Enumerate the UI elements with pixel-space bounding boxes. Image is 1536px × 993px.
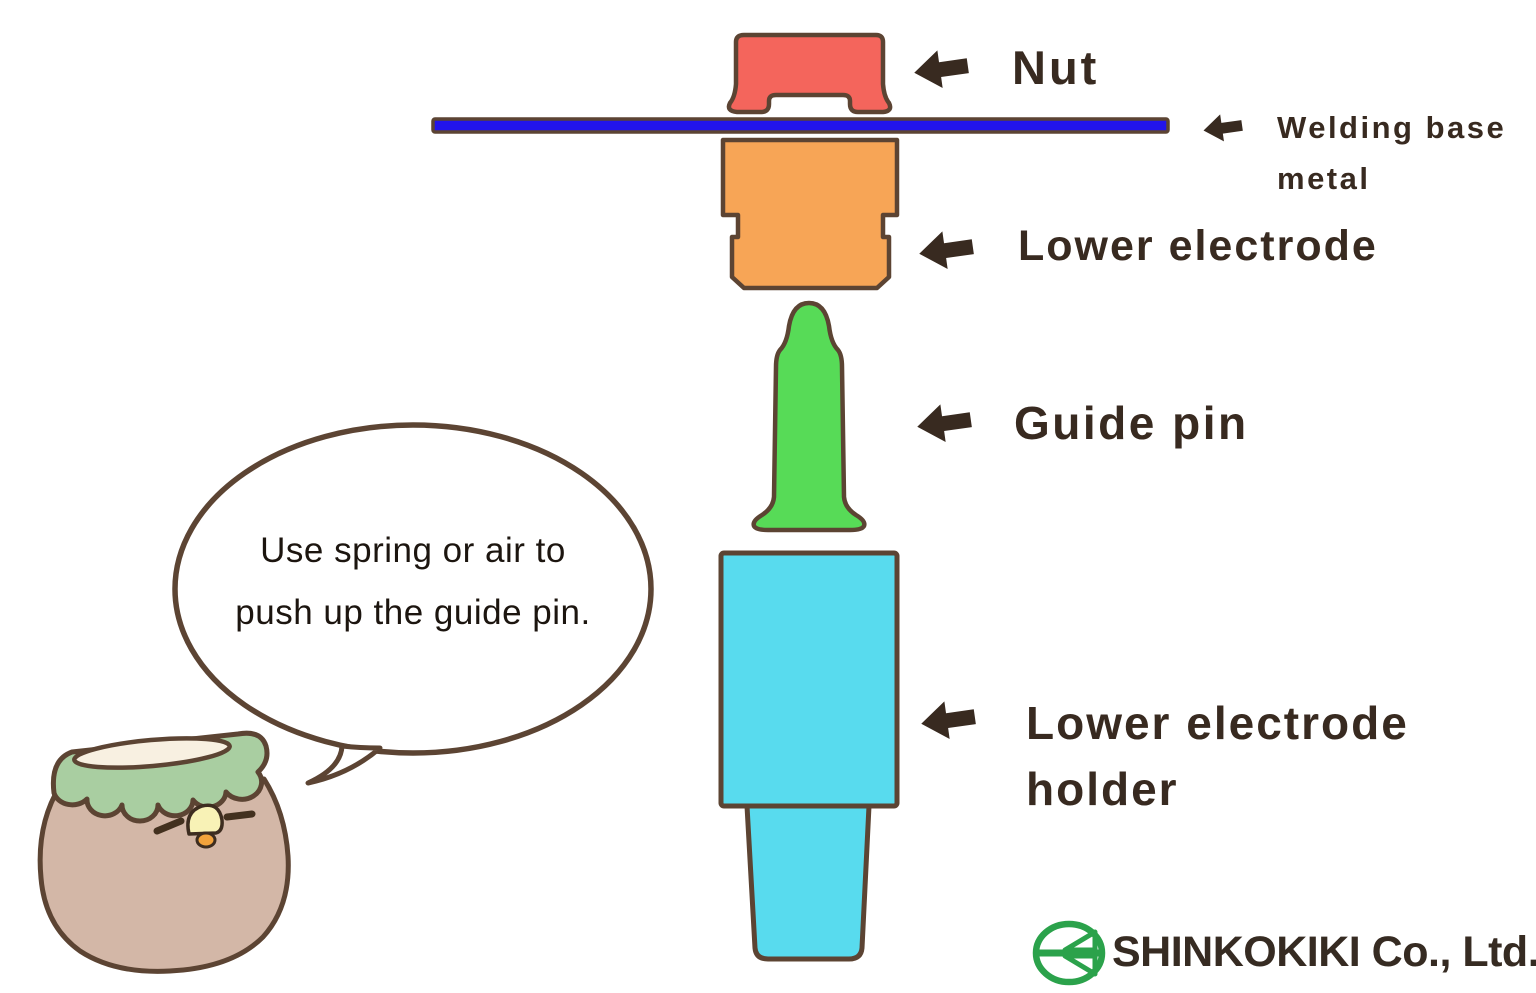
mascot-right-eye bbox=[223, 810, 256, 821]
lower-electrode-holder-label-line1: Lower electrode bbox=[1026, 697, 1409, 749]
speech-bubble-text: Use spring or air to push up the guide p… bbox=[173, 520, 653, 644]
lower-electrode-shape bbox=[720, 137, 900, 291]
chick-beak-icon bbox=[195, 831, 217, 849]
holder-arrow-icon bbox=[921, 701, 976, 739]
logo-lower-wedge bbox=[1062, 953, 1098, 977]
welding-base-metal-arrow-icon bbox=[1203, 114, 1243, 142]
mascot-left-eye bbox=[153, 817, 185, 835]
welding-base-metal-sheet bbox=[431, 117, 1170, 134]
lower-electrode-holder-label-line2: holder bbox=[1026, 763, 1179, 815]
nut-arrow-icon bbox=[914, 50, 969, 88]
nut-shape bbox=[726, 32, 893, 115]
company-logo-icon bbox=[1032, 920, 1106, 986]
mascot-opening bbox=[72, 736, 232, 770]
speech-bubble bbox=[172, 422, 654, 756]
holder-body-shape bbox=[718, 550, 900, 809]
lower-electrode-label: Lower electrode bbox=[1018, 222, 1378, 270]
guide-pin-arrow-icon bbox=[917, 404, 972, 442]
company-name: SHINKOKIKI Co., Ltd. bbox=[1112, 928, 1536, 976]
speech-bubble-tail bbox=[305, 743, 383, 786]
chick-face bbox=[186, 803, 224, 836]
mascot-body bbox=[37, 776, 291, 974]
guide-pin-label: Guide pin bbox=[1014, 397, 1249, 449]
lower-electrode-arrow-icon bbox=[919, 231, 974, 269]
speech-bubble-line1: Use spring or air to bbox=[260, 531, 566, 570]
welding-base-metal-label-line1: Welding base bbox=[1277, 110, 1507, 145]
nut-label: Nut bbox=[1012, 41, 1100, 94]
lower-electrode-holder-label: Lower electrode holder bbox=[1026, 690, 1409, 822]
speech-bubble-line2: push up the guide pin. bbox=[235, 593, 591, 632]
welding-base-metal-label-line2: metal bbox=[1277, 161, 1371, 196]
welding-base-metal-label: Welding base metal bbox=[1277, 102, 1506, 204]
logo-upper-wedge bbox=[1062, 929, 1098, 953]
guide-pin-shape bbox=[751, 300, 867, 533]
holder-stem-shape bbox=[744, 803, 872, 962]
